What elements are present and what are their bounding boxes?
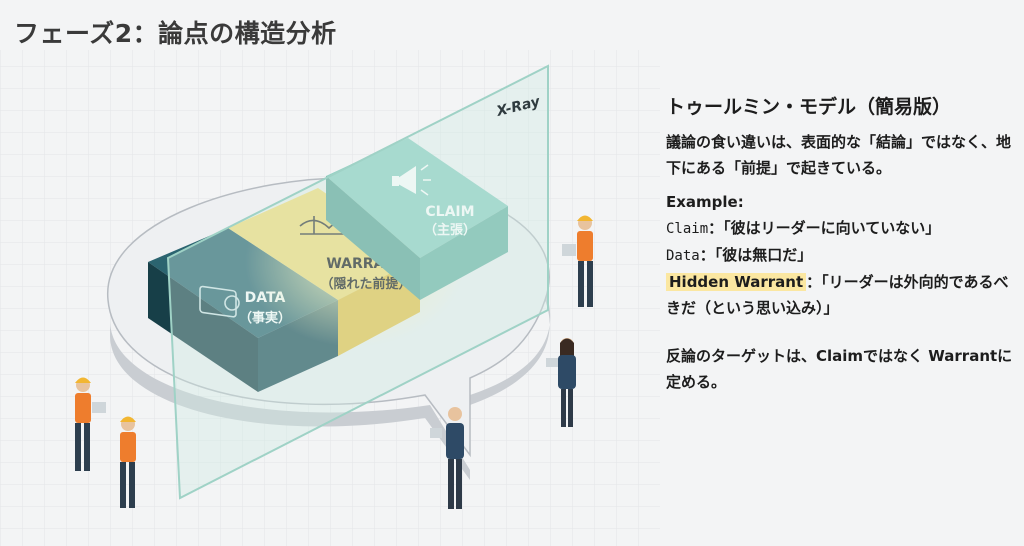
claim-block-label: CLAIM (425, 204, 474, 220)
warrant-diagram: DATA （事実） WARRANT （隠れた前提） CLAIM （主張） X-R… (0, 50, 660, 546)
document-icon (199, 285, 240, 318)
business-person-figure (430, 407, 464, 509)
worker-figure (120, 416, 136, 508)
panel-title: トゥールミン・モデル（簡易版） (666, 96, 952, 118)
worker-figure (562, 215, 593, 307)
worker-figure (75, 377, 106, 471)
claim-block: CLAIM （主張） (326, 138, 508, 300)
example-claim: Claim：「彼はリーダーに向いていない」 (666, 215, 1018, 242)
example-label: Example: (666, 193, 744, 211)
xray-pane: X-Ray (166, 64, 549, 500)
megaphone-icon (392, 164, 431, 196)
warrant-text: ：「リーダーは外向的であるべきだ（という思い込み）」 (666, 273, 1009, 317)
panel-description: 議論の食い違いは、表面的な「結論」ではなく、地下にある「前提」で起きている。 (666, 133, 1012, 177)
claim-block-sub: （主張） (424, 222, 476, 238)
data-text: ：「彼は無口だ」 (699, 246, 813, 264)
conclusion: 反論のターゲットは、Claimではなく Warrantに定める。 (666, 347, 1013, 391)
example-warrant: Hidden Warrant：「リーダーは外向的であるべきだ（という思い込み）」 (666, 269, 1018, 321)
page-title: フェーズ2：論点の構造分析 (14, 19, 337, 48)
claim-text: ：「彼はリーダーに向いていない」 (708, 219, 941, 237)
toulmin-panel: トゥールミン・モデル（簡易版） 議論の食い違いは、表面的な「結論」ではなく、地下… (666, 92, 1018, 395)
warrant-block-sub: （隠れた前提） (320, 276, 411, 292)
claim-prefix: Claim (666, 221, 709, 237)
data-prefix: Data (666, 248, 700, 264)
example-data: Data：「彼は無口だ」 (666, 242, 1018, 269)
business-person-figure (546, 338, 576, 427)
hidden-warrant-highlight: Hidden Warrant (666, 273, 807, 291)
